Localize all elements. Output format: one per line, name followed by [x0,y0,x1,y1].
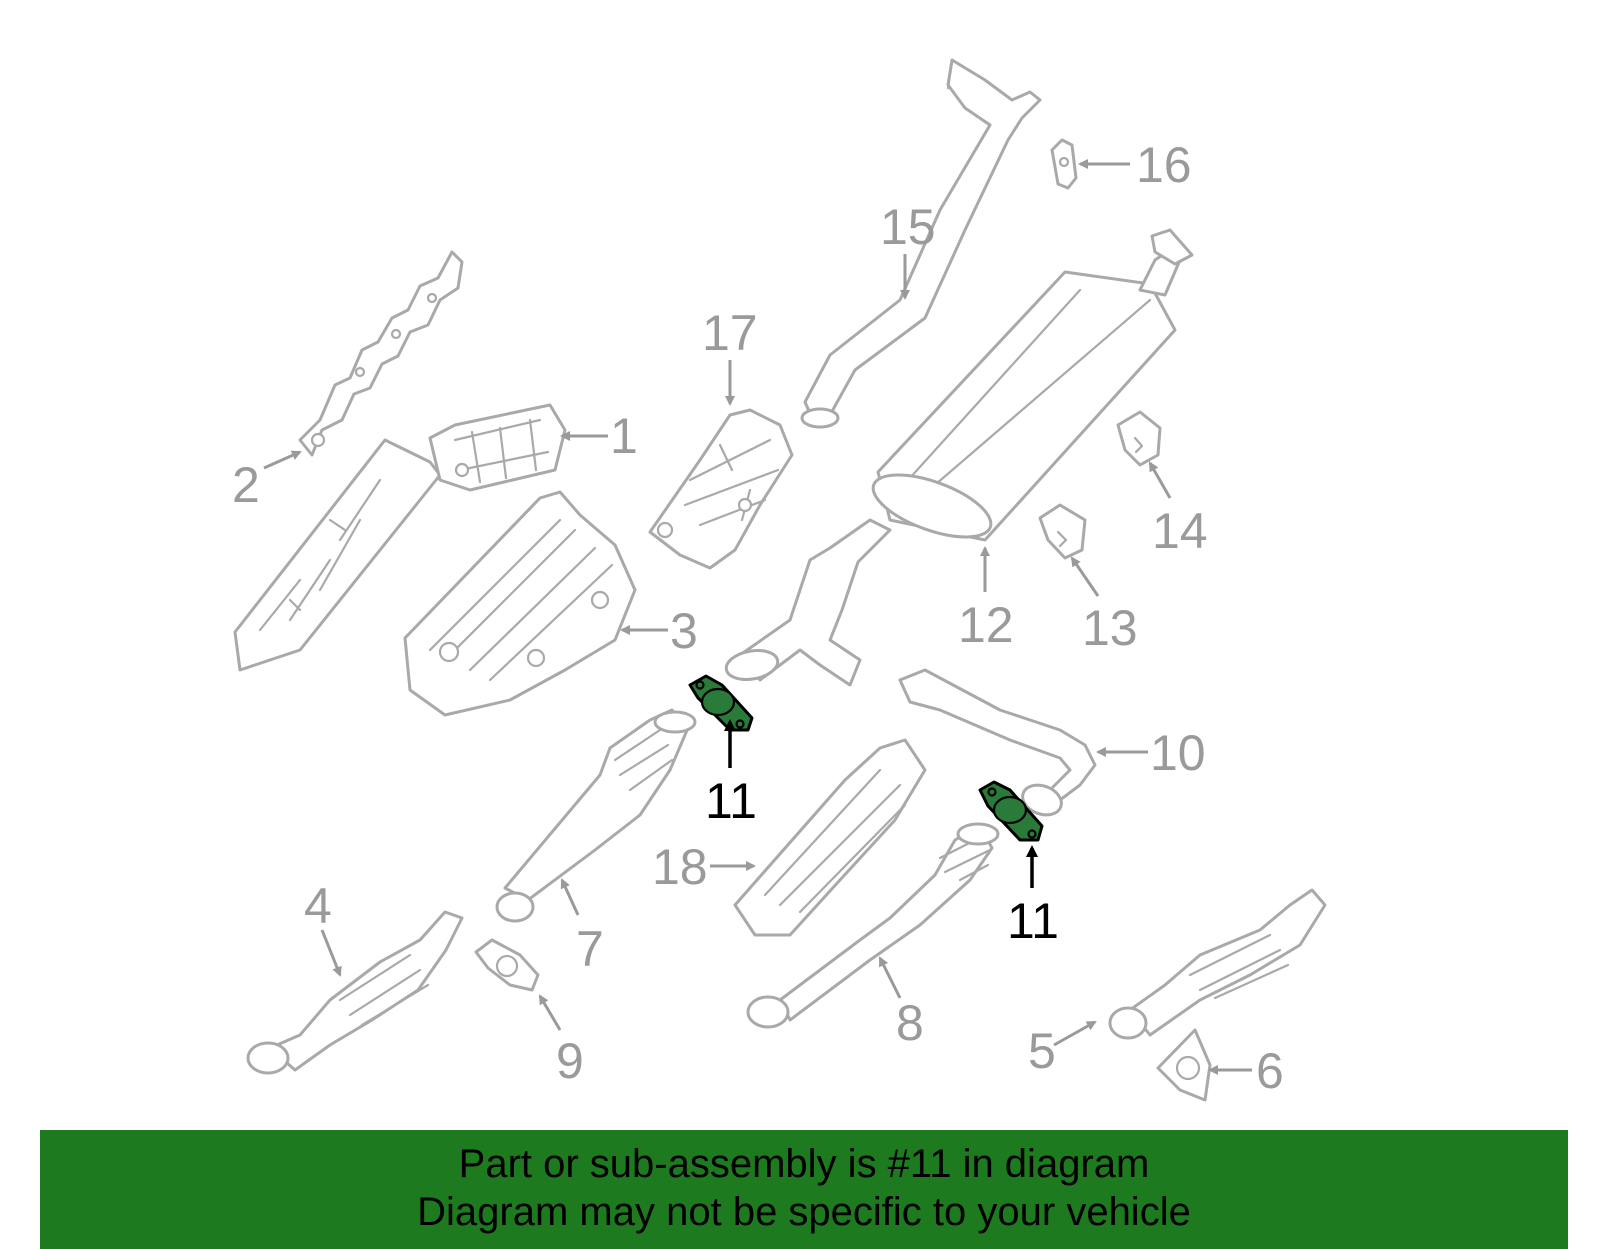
callout-1: 1 [610,408,638,464]
part-3-heat-shield [403,490,637,717]
leader-5 [1053,1020,1097,1047]
callout-6: 6 [1256,1043,1284,1099]
part-13-insulator [1038,503,1087,560]
part-4-converter-assembly [246,910,464,1075]
part-6-gasket [1156,1028,1212,1102]
part-11-gasket-lower [978,780,1044,842]
info-banner: Part or sub-assembly is #11 in diagram D… [40,1130,1568,1249]
callout-11-lower: 11 [1007,893,1059,949]
callout-18: 18 [652,839,708,895]
callout-labels: 1 2 3 4 5 6 7 8 9 10 11 11 12 13 14 15 1… [232,137,1284,1099]
callout-8: 8 [896,995,924,1051]
leader-lines [263,159,1252,1075]
part-2-manifold-gasket [298,250,464,457]
part-18-heat-shield [733,738,927,937]
callout-3: 3 [670,603,698,659]
part-17-heat-shield [648,408,794,570]
part-16-hanger [1050,138,1078,190]
callout-11-upper: 11 [705,773,757,829]
callout-17: 17 [702,305,758,361]
part-9-gasket [474,938,540,992]
leader-4 [320,929,342,977]
callout-9: 9 [556,1033,584,1089]
callout-13: 13 [1082,600,1138,656]
part-12-muffler [871,228,1194,542]
banner-line-part: Part or sub-assembly is #11 in diagram [458,1142,1150,1186]
part-1-exhaust-manifold [233,403,567,672]
part-7-front-pipe [495,708,697,923]
part-8-front-pipe [746,822,1000,1029]
leader-13 [1070,556,1100,597]
callout-10: 10 [1150,725,1206,781]
callout-2: 2 [232,457,260,513]
callout-16: 16 [1136,137,1192,193]
callout-7: 7 [576,921,604,977]
leader-9 [538,994,562,1031]
leader-7 [560,878,580,916]
exhaust-parts-diagram: 1 2 3 4 5 6 7 8 9 10 11 11 12 13 14 15 1… [232,58,1327,1102]
leader-2 [263,450,302,470]
part-10-center-pipe [724,518,1097,817]
banner-line-disclaimer: Diagram may not be specific to your vehi… [417,1190,1191,1234]
callout-15: 15 [880,199,936,255]
part-15-tail-pipe [800,58,1042,429]
leader-14 [1148,461,1172,499]
part-5-converter-assembly [1108,888,1327,1040]
callout-12: 12 [958,597,1014,653]
part-14-insulator [1116,410,1162,467]
part-11-gasket-upper [688,674,754,732]
callout-5: 5 [1028,1023,1056,1079]
callout-4: 4 [304,878,332,934]
leader-8 [878,956,902,999]
callout-14: 14 [1152,503,1208,559]
